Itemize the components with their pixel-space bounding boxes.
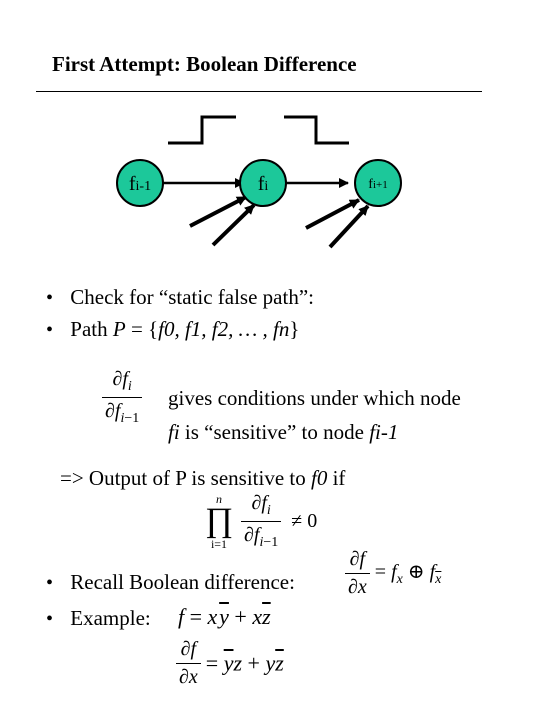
node-label-fi: fi bbox=[258, 173, 269, 195]
path-equals: = { bbox=[125, 317, 159, 341]
rising-waveform bbox=[168, 115, 236, 145]
node-fi bbox=[239, 159, 287, 207]
product-symbol: ∏ bbox=[205, 501, 233, 539]
output-text: => Output of P is sensitive to bbox=[60, 466, 311, 490]
bullet-text: Recall Boolean difference: bbox=[70, 570, 295, 594]
bullet-text: Example: bbox=[70, 606, 151, 630]
node-label-fi+1: fi+1 bbox=[368, 177, 387, 192]
bullet-text-prefix: Path bbox=[70, 317, 113, 341]
example-function: f = x y + xz bbox=[178, 604, 271, 629]
output-if: if bbox=[327, 466, 346, 490]
product-relation: ≠ 0 bbox=[291, 510, 318, 532]
path-diagram: fi-1 fi fi+1 bbox=[116, 115, 402, 249]
derivative-explanation-line2: fi is “sensitive” to node fi-1 bbox=[168, 420, 398, 445]
bullet-marker: • bbox=[46, 287, 54, 309]
f0-variable: f0 bbox=[311, 466, 328, 490]
side-input-fi+1-1 bbox=[305, 198, 360, 230]
derivative-explanation-line1: gives conditions under which node bbox=[168, 386, 461, 410]
path-close: } bbox=[289, 317, 300, 341]
boolean-difference-formula: ∂f ∂x = fx ⊕ fx bbox=[345, 548, 441, 599]
side-input-fi-2 bbox=[211, 203, 256, 247]
bullet-marker: • bbox=[46, 572, 54, 594]
node-fi-1-ref: fi-1 bbox=[369, 420, 399, 444]
sensitive-text: is “sensitive” to node bbox=[179, 420, 370, 444]
slide-title: First Attempt: Boolean Difference bbox=[52, 52, 357, 76]
partial-derivative-fi: ∂fi ∂fi−1 bbox=[102, 368, 143, 427]
bullet-marker: • bbox=[46, 319, 54, 341]
bullet-marker: • bbox=[46, 608, 54, 630]
output-sensitivity-line: => Output of P is sensitive to f0 if bbox=[60, 466, 345, 491]
path-variable: P bbox=[112, 317, 126, 341]
bullet-recall-boolean-difference: • Recall Boolean difference: bbox=[46, 570, 295, 595]
side-input-fi+1-2 bbox=[328, 204, 370, 249]
path-sequence: f0, f1, f2, … , fn bbox=[158, 317, 290, 341]
example-derivative: ∂f ∂x = yz + yz bbox=[176, 638, 284, 689]
side-input-fi-1 bbox=[189, 195, 247, 228]
node-fi+1 bbox=[354, 159, 402, 207]
product-upper: n bbox=[216, 491, 222, 506]
bullet-example: • Example: bbox=[46, 606, 151, 631]
bullet-text: Check for “static false path”: bbox=[70, 285, 314, 309]
node-label-fi-1: fi-1 bbox=[129, 173, 151, 195]
falling-waveform bbox=[284, 115, 349, 145]
bullet-static-false-path: • Check for “static false path”: bbox=[46, 285, 314, 310]
product-lower: i=1 bbox=[210, 536, 228, 551]
node-fi-ref: fi bbox=[168, 420, 180, 444]
product-formula: n ∏ i=1 ∂fi ∂fi−1 ≠ 0 bbox=[205, 491, 318, 551]
node-fi-1 bbox=[116, 159, 164, 207]
title-divider bbox=[36, 91, 482, 92]
bullet-path-definition: • Path P = {f0, f1, f2, … , fn} bbox=[46, 317, 299, 342]
